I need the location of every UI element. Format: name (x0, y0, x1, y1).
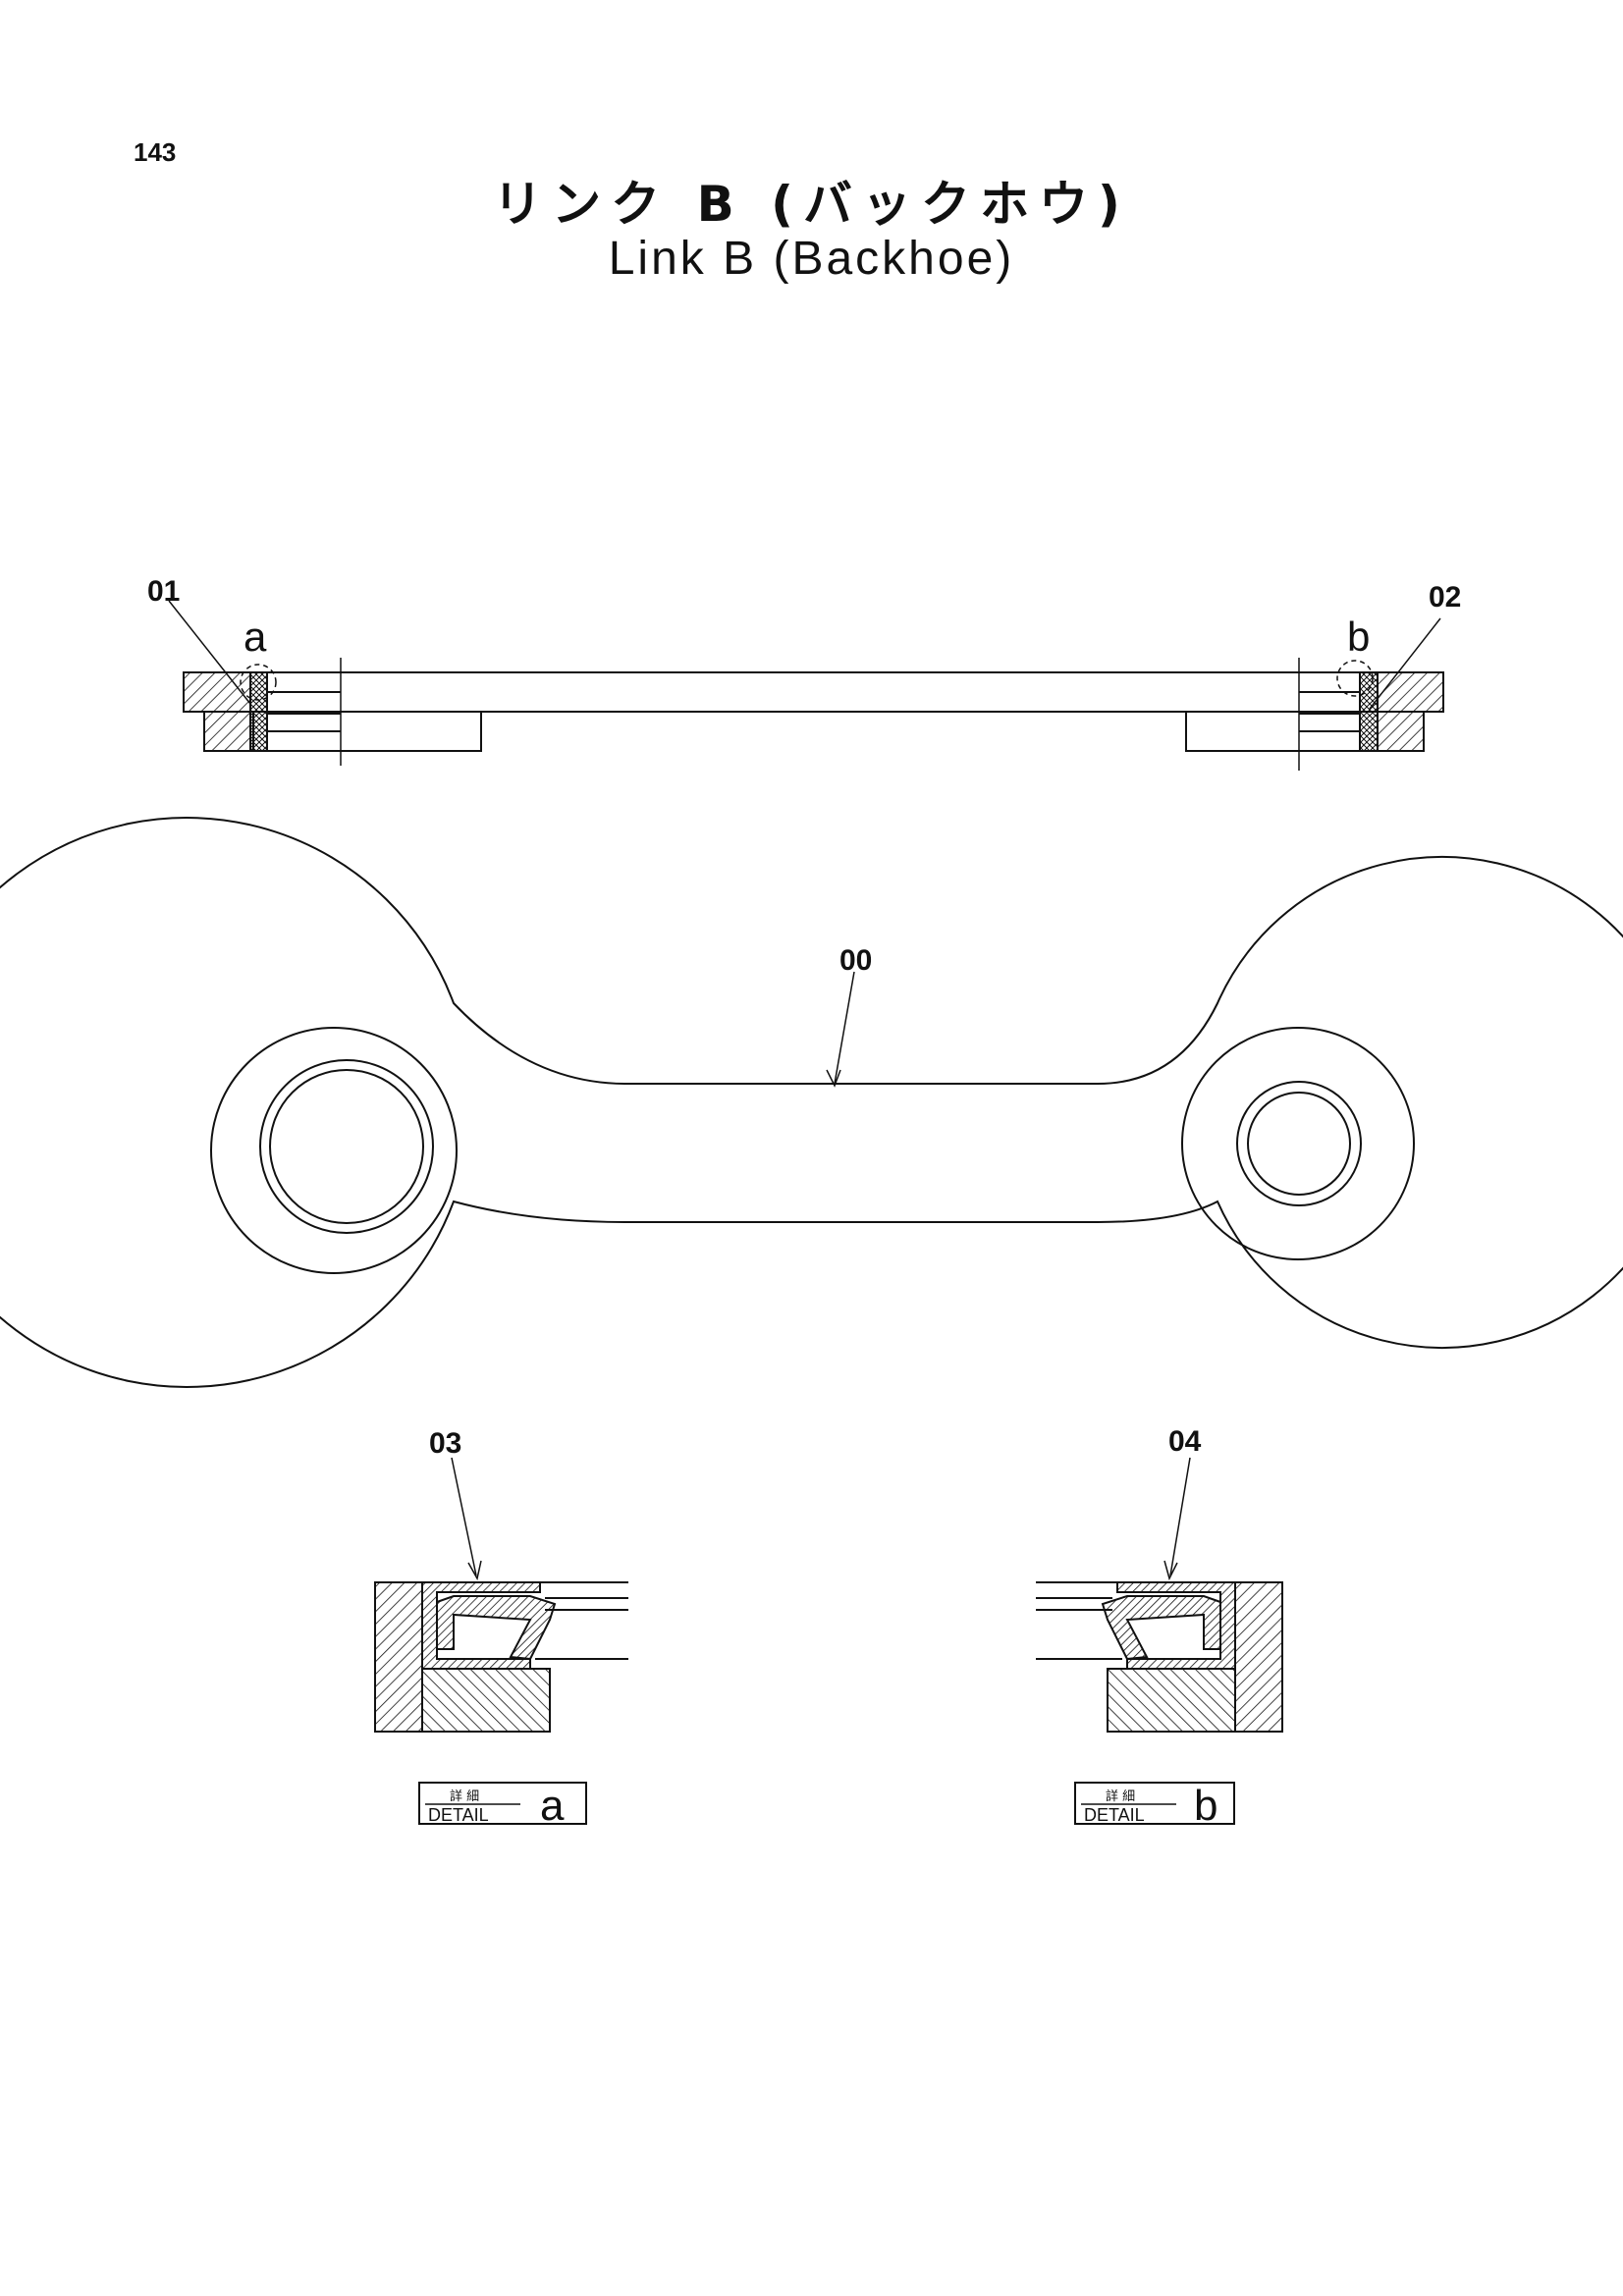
page-number: 143 (134, 137, 177, 167)
page-title-english: Link B (Backhoe) (608, 233, 1015, 285)
detail-b-japanese: 詳 細 (1106, 1789, 1135, 1804)
page-title-japanese: リンク B (バックホウ) (493, 176, 1130, 233)
detail-a-word: DETAIL (428, 1805, 489, 1825)
callout-03: 03 (429, 1427, 461, 1460)
detail-a-letter: a (540, 1782, 565, 1830)
side-section-view (168, 600, 1444, 771)
callout-01: 01 (147, 575, 180, 608)
detail-a-view (374, 1457, 628, 1733)
detail-b-label: 詳 細 DETAIL b (1074, 1782, 1235, 1830)
detail-b-letter: b (1194, 1782, 1217, 1830)
detail-marker-b: b (1347, 614, 1370, 660)
callout-04: 04 (1168, 1425, 1202, 1458)
detail-b-view (1036, 1457, 1283, 1733)
callout-02: 02 (1429, 581, 1461, 614)
detail-a-japanese: 詳 細 (450, 1789, 479, 1804)
callout-00: 00 (839, 944, 872, 977)
plan-view (0, 817, 1623, 1388)
detail-a-label: 詳 細 DETAIL a (418, 1782, 587, 1830)
detail-marker-a: a (243, 614, 267, 660)
detail-b-word: DETAIL (1084, 1805, 1145, 1825)
